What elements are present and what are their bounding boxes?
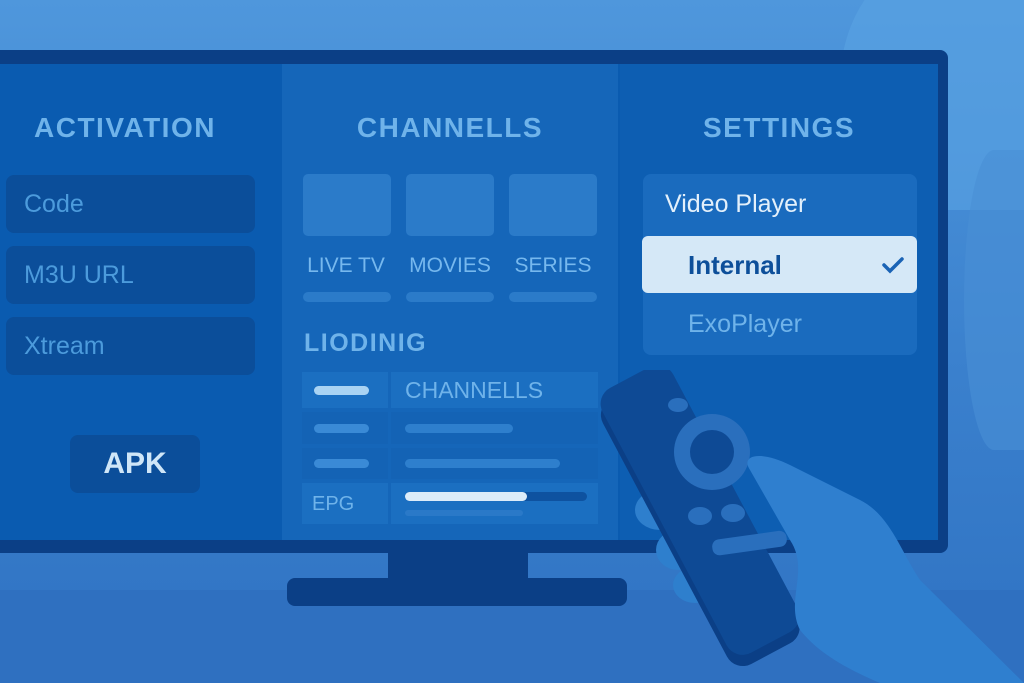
tv-stand-neck bbox=[388, 553, 528, 581]
remote-button bbox=[721, 504, 745, 522]
placeholder-bar bbox=[405, 510, 523, 516]
tile-series-label: SERIES bbox=[514, 254, 592, 277]
option-exoplayer[interactable]: ExoPlayer bbox=[688, 310, 802, 338]
epg-progress-fill bbox=[405, 492, 527, 501]
loading-row-label bbox=[302, 448, 388, 479]
remote-power-button bbox=[668, 398, 688, 412]
settings-title: SETTINGS bbox=[702, 112, 855, 143]
loading-row-epg-label: EPG bbox=[302, 483, 388, 524]
tv-stand-base bbox=[287, 578, 627, 606]
activation-xtream-field[interactable]: Xtream bbox=[6, 317, 255, 375]
hand-thumb-and-palm bbox=[747, 455, 1024, 683]
remote-bar-button bbox=[712, 530, 787, 556]
channels-panel: CHANNELLS LIVE TV MOVIES SERIES LIODINIG… bbox=[282, 64, 618, 540]
loading-row-channels: CHANNELLS bbox=[391, 372, 598, 408]
activation-title: ACTIVATION bbox=[34, 112, 216, 143]
loading-row-label bbox=[302, 412, 388, 444]
placeholder-bar bbox=[314, 386, 369, 395]
activation-code-field[interactable]: Code bbox=[6, 175, 255, 233]
placeholder-bar bbox=[314, 459, 369, 468]
loading-row-label bbox=[302, 372, 388, 408]
tile-bar bbox=[303, 292, 391, 302]
channels-title: CHANNELLS bbox=[356, 112, 544, 143]
apk-button[interactable]: APK bbox=[70, 435, 200, 493]
remote-ok-button bbox=[690, 430, 734, 474]
tile-series[interactable] bbox=[509, 174, 597, 236]
tile-bar bbox=[509, 292, 597, 302]
loading-row bbox=[391, 448, 598, 479]
background-blob bbox=[964, 150, 1024, 450]
tile-movies[interactable] bbox=[406, 174, 494, 236]
tile-live-tv-label: LIVE TV bbox=[307, 254, 385, 277]
loading-row bbox=[391, 412, 598, 444]
epg-progress-track bbox=[405, 492, 587, 501]
placeholder-bar bbox=[314, 424, 369, 433]
tile-movies-label: MOVIES bbox=[409, 254, 491, 277]
check-icon bbox=[882, 257, 904, 274]
loading-title: LIODINIG bbox=[304, 329, 428, 357]
placeholder-bar bbox=[405, 459, 560, 468]
tile-bar bbox=[406, 292, 494, 302]
loading-row-epg bbox=[391, 483, 598, 524]
placeholder-bar bbox=[405, 424, 513, 433]
remote-control-icon bbox=[600, 370, 800, 667]
option-internal[interactable]: Internal bbox=[642, 236, 917, 293]
remote-button bbox=[688, 507, 712, 525]
video-player-label: Video Player bbox=[665, 190, 807, 218]
option-internal-label: Internal bbox=[688, 250, 782, 280]
activation-m3u-field[interactable]: M3U URL bbox=[6, 246, 255, 304]
hand-holding-remote bbox=[600, 370, 1024, 683]
tile-live-tv[interactable] bbox=[303, 174, 391, 236]
